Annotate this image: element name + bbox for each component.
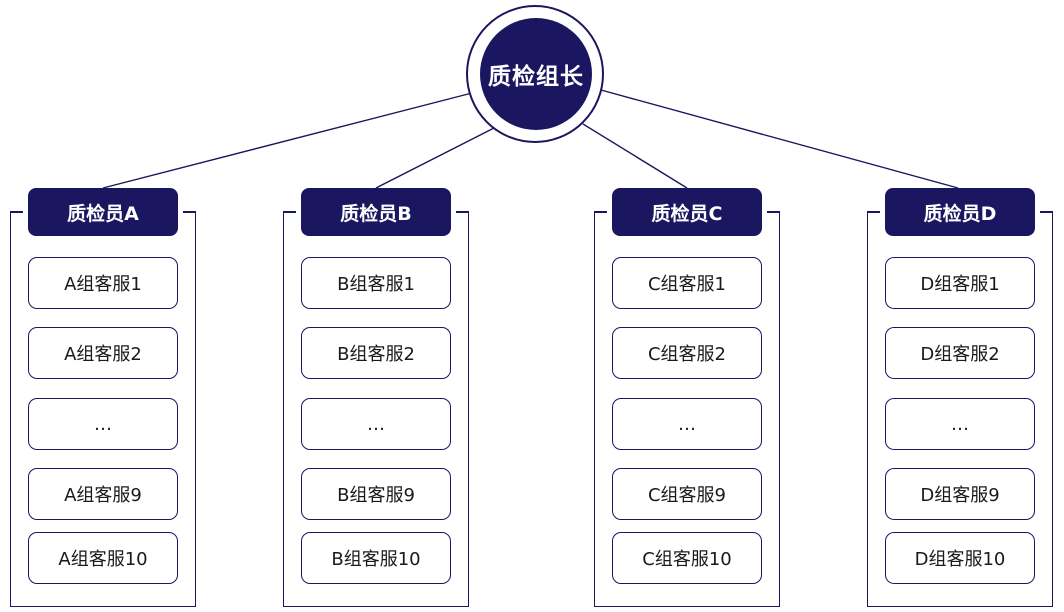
member-node: … [28, 398, 178, 450]
member-node: C组客服1 [612, 257, 762, 309]
member-node: A组客服1 [28, 257, 178, 309]
inspector-node: 质检员D [885, 188, 1035, 236]
member-node: B组客服1 [301, 257, 451, 309]
member-label: B组客服10 [331, 549, 421, 570]
member-node: … [885, 398, 1035, 450]
connector-line-c [582, 123, 688, 189]
member-label: A组客服1 [64, 274, 142, 295]
connector-line-b [375, 127, 495, 189]
member-node: D组客服10 [885, 532, 1035, 584]
member-node: C组客服10 [612, 532, 762, 584]
member-node: D组客服2 [885, 327, 1035, 379]
member-node: B组客服10 [301, 532, 451, 584]
leader-label: 质检组长 [488, 64, 584, 90]
inspector-label: 质检员D [923, 202, 997, 225]
member-label: D组客服10 [914, 549, 1006, 570]
member-node: C组客服2 [612, 327, 762, 379]
group-c: 质检员C C组客服1 C组客服2 … C组客服9 C组客服10 [594, 188, 784, 608]
member-node: A组客服10 [28, 532, 178, 584]
member-label: D组客服9 [920, 485, 1000, 506]
member-node: C组客服9 [612, 468, 762, 520]
member-label: A组客服10 [58, 549, 148, 570]
group-bracket [283, 211, 469, 607]
member-node: D组客服1 [885, 257, 1035, 309]
member-node: A组客服9 [28, 468, 178, 520]
member-label: A组客服2 [64, 344, 142, 365]
member-label: … [951, 413, 969, 435]
inspector-label: 质检员C [651, 202, 723, 225]
member-label: B组客服1 [337, 274, 415, 295]
member-label: … [678, 413, 696, 435]
member-label: D组客服1 [920, 274, 1000, 295]
group-b: 质检员B B组客服1 B组客服2 … B组客服9 B组客服10 [283, 188, 473, 608]
group-a: 质检员A A组客服1 A组客服2 … A组客服9 A组客服10 [10, 188, 200, 608]
member-node: D组客服9 [885, 468, 1035, 520]
group-d: 质检员D D组客服1 D组客服2 … D组客服9 D组客服10 [867, 188, 1057, 608]
inspector-node: 质检员C [612, 188, 762, 236]
member-label: C组客服1 [647, 274, 727, 295]
member-node: B组客服9 [301, 468, 451, 520]
inspector-node: 质检员B [301, 188, 451, 236]
inspector-label: 质检员B [340, 202, 412, 225]
leader-node: 质检组长 [480, 18, 592, 130]
member-node: … [612, 398, 762, 450]
member-label: D组客服2 [920, 344, 1000, 365]
member-label: C组客服9 [647, 485, 727, 506]
connector-line-d [600, 89, 959, 189]
member-label: B组客服2 [337, 344, 415, 365]
member-label: A组客服9 [64, 485, 142, 506]
member-label: … [367, 413, 385, 435]
group-bracket [867, 211, 1053, 607]
connector-line-a [102, 92, 473, 189]
member-label: C组客服10 [642, 549, 732, 570]
member-label: C组客服2 [647, 344, 727, 365]
member-label: … [94, 413, 112, 435]
member-node: … [301, 398, 451, 450]
inspector-label: 质检员A [67, 202, 139, 225]
inspector-node: 质检员A [28, 188, 178, 236]
member-node: A组客服2 [28, 327, 178, 379]
member-node: B组客服2 [301, 327, 451, 379]
member-label: B组客服9 [337, 485, 415, 506]
group-bracket [594, 211, 780, 607]
group-bracket [10, 211, 196, 607]
